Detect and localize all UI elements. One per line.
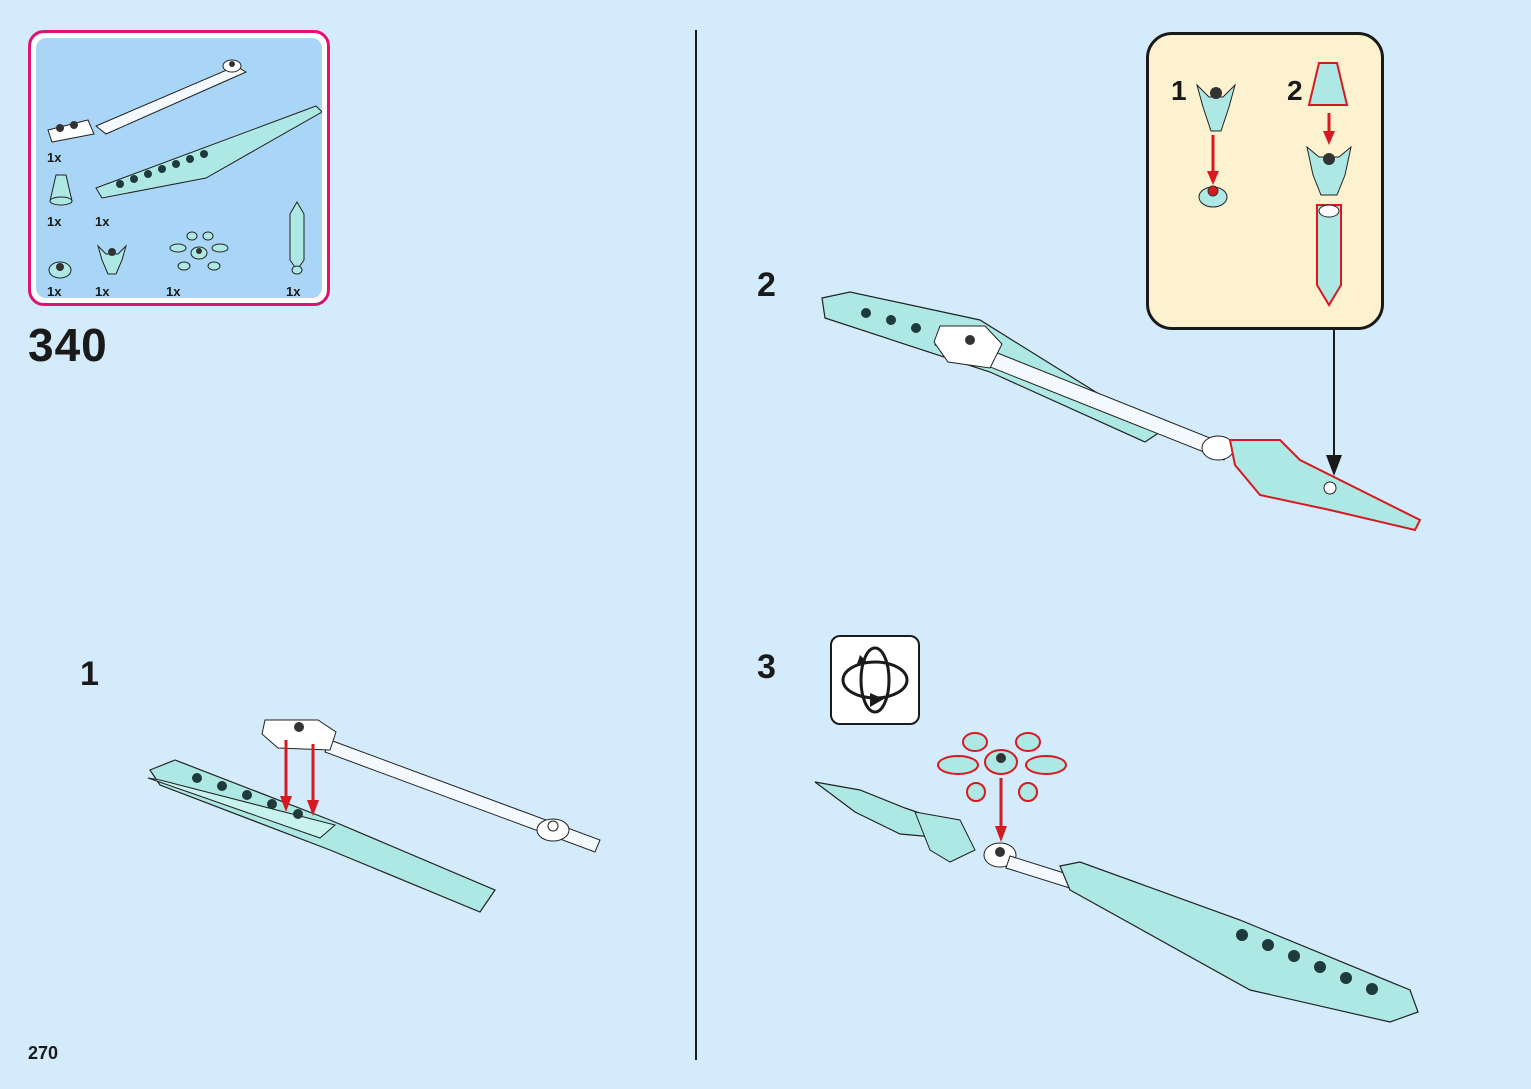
substep-1-illustration: [147, 719, 601, 913]
part-qty: 1x: [47, 214, 62, 229]
part-qty: 1x: [95, 214, 110, 229]
parts-list-panel: 1x 1x 1x 1x 1x: [36, 38, 322, 298]
page-divider: [695, 30, 697, 1060]
part-qty: 1x: [166, 284, 181, 298]
step-number: 340: [28, 319, 108, 371]
part-sword-blade-illustration: [289, 201, 305, 275]
part-qty: 1x: [95, 284, 110, 298]
page-number: 270: [28, 1043, 59, 1063]
part-cone-illustration: [49, 174, 73, 206]
callout-step-1: 1: [1171, 75, 1187, 106]
substep-number-1: 1: [80, 655, 99, 693]
rotate-model-box: [830, 635, 920, 725]
callout-step-2: 2: [1287, 75, 1303, 106]
part-qty: 1x: [47, 150, 62, 165]
part-qty: 1x: [286, 284, 301, 298]
callout-illustration: [1196, 62, 1352, 307]
part-round-plate-illustration: [48, 261, 72, 279]
part-crystal-star-illustration: [169, 231, 229, 271]
rotate-model-icon: [841, 646, 909, 714]
substep-number-3: 3: [757, 648, 776, 686]
part-qty: 1x: [47, 284, 62, 298]
sub-assembly-callout: 1 2: [1146, 32, 1384, 330]
part-bar-with-plate-illustration: [47, 59, 248, 143]
part-crystal-claw-illustration: [96, 244, 128, 275]
part-wedge-plate-illustration: [95, 105, 322, 199]
parts-list-box: 1x 1x 1x 1x 1x: [28, 30, 330, 306]
substep-number-2: 2: [757, 266, 776, 304]
